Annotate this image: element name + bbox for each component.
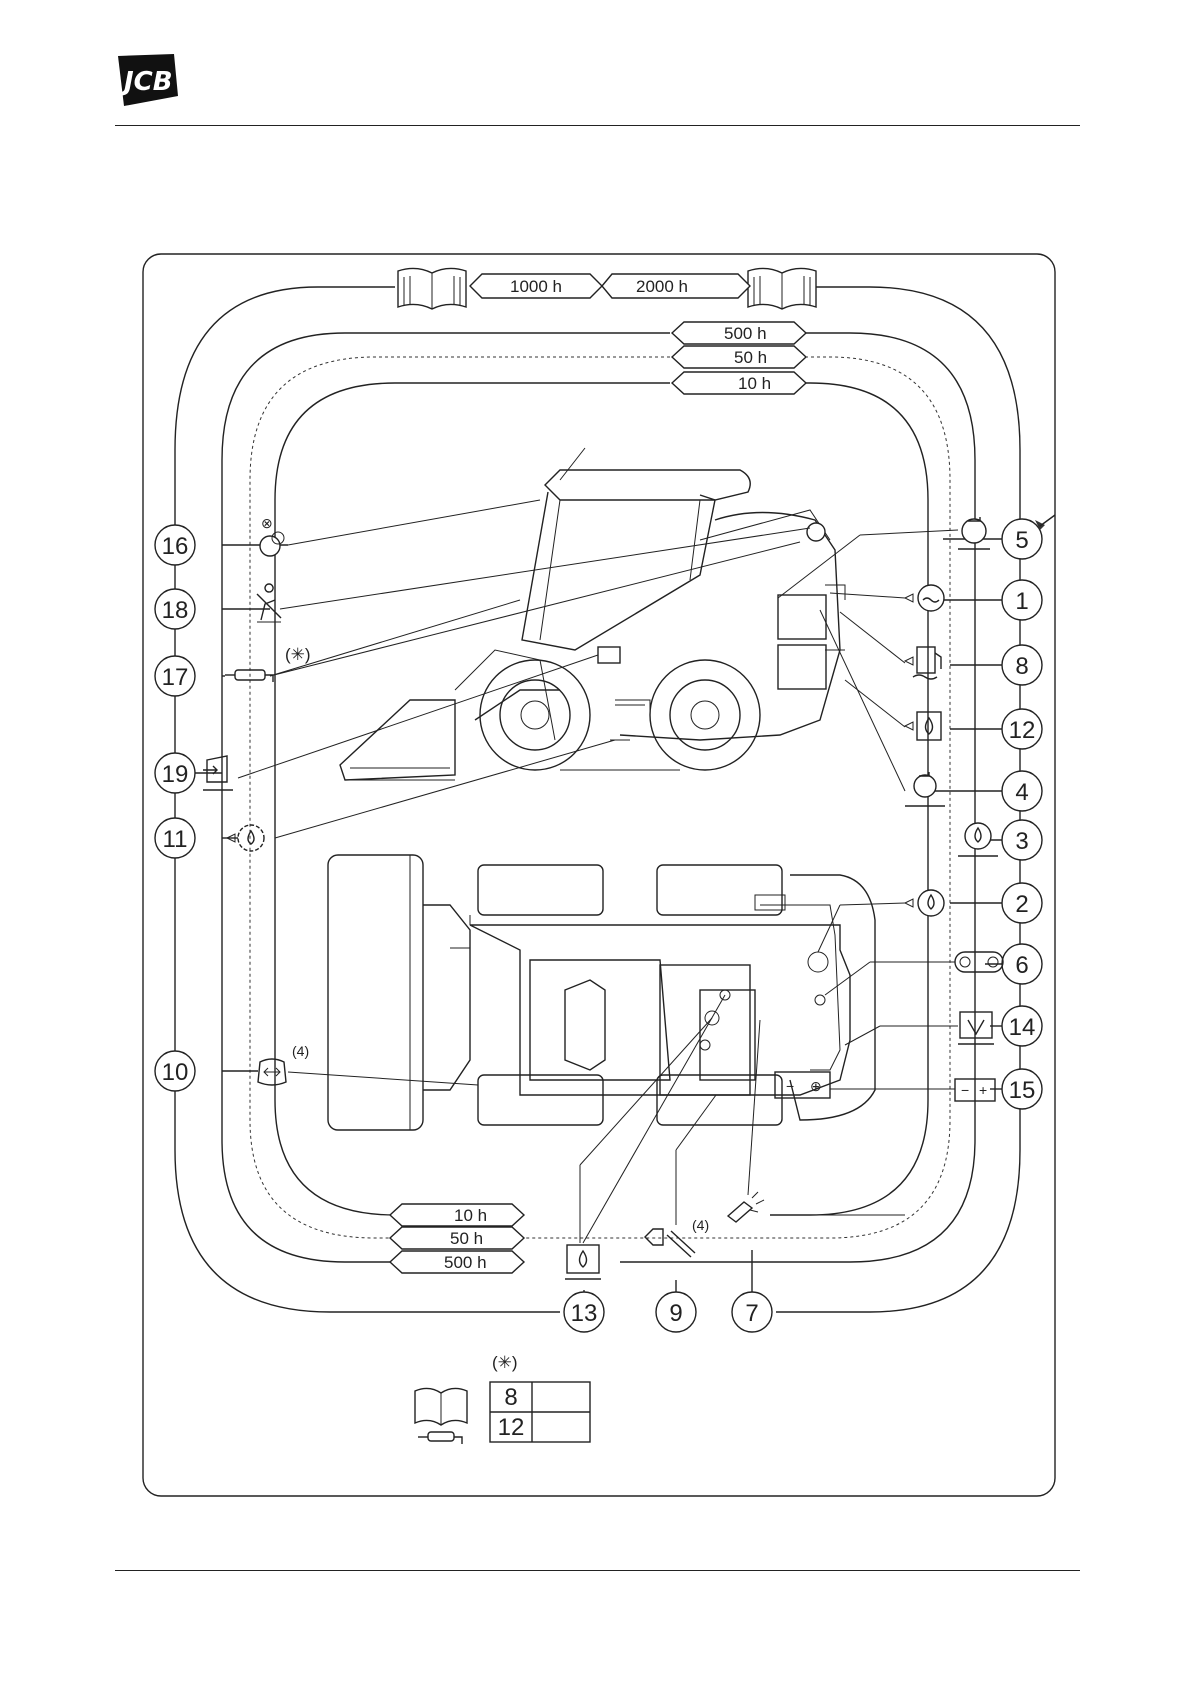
interval-tag-10h-bottom-label: 10 h bbox=[454, 1206, 487, 1225]
interval-tag-50h-top-label: 50 h bbox=[734, 348, 767, 367]
interval-tag-1000h: 1000 h bbox=[470, 274, 602, 298]
callout-6-label: 6 bbox=[1015, 952, 1028, 979]
interval-tag-50h-bottom-label: 50 h bbox=[450, 1229, 483, 1248]
callout-1-label: 1 bbox=[1015, 588, 1028, 615]
route-10h-left bbox=[275, 383, 670, 1215]
interval-tag-1000h-label: 1000 h bbox=[510, 277, 562, 296]
service-icon: ⊗ bbox=[260, 515, 284, 556]
leader-lines bbox=[238, 500, 958, 1243]
callout-12-label: 12 bbox=[1009, 717, 1036, 744]
callout-9-label: 9 bbox=[669, 1300, 682, 1327]
callout-10-label: 10 bbox=[162, 1059, 189, 1086]
engine-oil-level-icon bbox=[905, 890, 944, 916]
callout-4: 4 bbox=[1002, 771, 1042, 811]
callout-5-label: 5 bbox=[1015, 527, 1028, 554]
manual-book-left-icon bbox=[398, 268, 466, 309]
air-filter-icon bbox=[958, 1012, 994, 1044]
wrench-icon bbox=[645, 1229, 695, 1257]
callout-9: 9 bbox=[656, 1292, 696, 1332]
route-50h-left bbox=[250, 357, 670, 1238]
battery-neg: − bbox=[786, 1078, 794, 1094]
route-1000h bbox=[175, 287, 560, 1312]
callout-19-label: 19 bbox=[162, 761, 189, 788]
callout-8: 8 bbox=[1002, 645, 1042, 685]
callout-6: 6 bbox=[1002, 944, 1042, 984]
engine-coolant-icon bbox=[905, 585, 944, 611]
callout-16-label: 16 bbox=[162, 533, 189, 560]
interval-tag-500h-bottom: 500 h bbox=[390, 1251, 524, 1273]
callout-2: 2 bbox=[1002, 883, 1042, 923]
callout-8-label: 8 bbox=[1015, 653, 1028, 680]
svg-text:−: − bbox=[961, 1082, 969, 1098]
fuel-icon bbox=[905, 647, 941, 679]
route-50h-right bbox=[525, 357, 950, 1238]
callout-10: 10 bbox=[155, 1051, 195, 1091]
footnote-table-row-1: 8 bbox=[504, 1384, 517, 1411]
belt-icon bbox=[955, 952, 1003, 972]
engine-oil-icon-a bbox=[905, 772, 945, 806]
callout-3-label: 3 bbox=[1015, 828, 1028, 855]
interval-tag-50h-bottom: 50 h bbox=[390, 1227, 524, 1249]
route-500h-left bbox=[222, 333, 670, 1262]
callout-3: 3 bbox=[1002, 820, 1042, 860]
callout-7-label: 7 bbox=[745, 1300, 758, 1327]
footnote-table: 8 12 bbox=[490, 1382, 590, 1442]
callout-14-label: 14 bbox=[1009, 1014, 1036, 1041]
asterisk-note: (✳) bbox=[285, 645, 311, 664]
callout-19: 19 bbox=[155, 753, 195, 793]
hydraulic-filter-icon bbox=[565, 1245, 601, 1279]
callout-2-label: 2 bbox=[1015, 891, 1028, 918]
engine-oil-filter-icon bbox=[958, 517, 990, 549]
interval-tag-500h-top: 500 h bbox=[672, 322, 806, 344]
interval-tag-50h-top: 50 h bbox=[672, 346, 806, 368]
callout-18: 18 bbox=[155, 589, 195, 629]
tyre-pressure-icon bbox=[258, 1059, 286, 1085]
machine-side-view bbox=[340, 448, 845, 780]
interval-tag-2000h: 2000 h bbox=[602, 274, 750, 298]
grease-icon bbox=[728, 1192, 764, 1222]
callout-1: 1 bbox=[1002, 580, 1042, 620]
callout-4-label: 4 bbox=[1015, 779, 1028, 806]
svg-text:+: + bbox=[979, 1082, 987, 1098]
callout-15-label: 15 bbox=[1009, 1077, 1036, 1104]
svg-text:⊗: ⊗ bbox=[261, 515, 273, 531]
callout-13-label: 13 bbox=[571, 1300, 598, 1327]
callout-7: 7 bbox=[732, 1292, 772, 1332]
interval-tag-10h-top-label: 10 h bbox=[738, 374, 771, 393]
route-2000h bbox=[776, 287, 1020, 1312]
callout-17: 17 bbox=[155, 656, 195, 696]
machine-top-view: − ⊕ bbox=[328, 855, 875, 1130]
footnote-table-row-2: 12 bbox=[498, 1414, 525, 1441]
interval-tag-500h-bottom-label: 500 h bbox=[444, 1253, 487, 1272]
route-500h-right bbox=[620, 333, 975, 1262]
callout-16: 16 bbox=[155, 525, 195, 565]
footnote-asterisk: (✳) bbox=[492, 1353, 518, 1372]
note-4a: (4) bbox=[292, 1043, 309, 1059]
manual-book-right-icon bbox=[748, 268, 816, 309]
note-4b: (4) bbox=[692, 1217, 709, 1233]
callout-15: 15 bbox=[1002, 1069, 1042, 1109]
callout-11: 11 bbox=[155, 818, 195, 858]
callout-18-label: 18 bbox=[162, 597, 189, 624]
interval-tag-10h-top: 10 h bbox=[672, 372, 806, 394]
callout-13: 13 bbox=[564, 1292, 604, 1332]
interval-tag-500h-top-label: 500 h bbox=[724, 324, 767, 343]
footnote-exhaust-icon bbox=[418, 1432, 462, 1444]
callout-5: 5 bbox=[1002, 519, 1042, 559]
battery-pos: ⊕ bbox=[810, 1078, 822, 1094]
exhaust-icon bbox=[225, 670, 273, 682]
interval-tag-10h-bottom: 10 h bbox=[390, 1204, 524, 1226]
callout-11-label: 11 bbox=[163, 826, 188, 853]
footnote-manual-icon bbox=[415, 1388, 467, 1425]
hydraulic-oil-icon bbox=[905, 712, 941, 740]
interval-tag-2000h-label: 2000 h bbox=[636, 277, 688, 296]
seat-belt-icon bbox=[257, 584, 281, 622]
callout-17-label: 17 bbox=[162, 664, 189, 691]
callout-14: 14 bbox=[1002, 1006, 1042, 1046]
callout-12: 12 bbox=[1002, 709, 1042, 749]
